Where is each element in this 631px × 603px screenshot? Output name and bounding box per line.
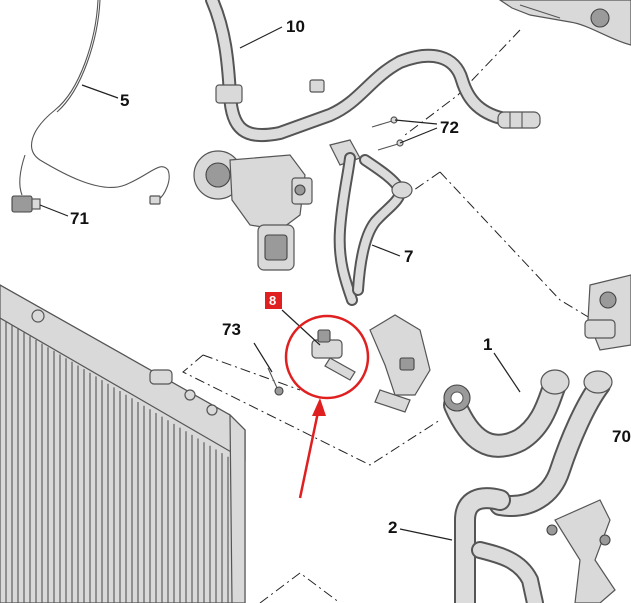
part-10-upper-hose <box>205 0 541 143</box>
callout-2: 2 <box>388 518 397 537</box>
part-73-screw <box>267 367 284 396</box>
highlight-arrowhead <box>312 398 326 416</box>
part-1-coolant-hose <box>443 369 613 517</box>
callout-5: 5 <box>120 91 129 110</box>
right-housing <box>584 274 631 351</box>
part-71-connector <box>11 195 41 213</box>
top-right-housing <box>498 0 631 46</box>
part-72-bolts <box>371 116 404 151</box>
part-5-wire <box>19 0 170 205</box>
callout-1: 1 <box>483 335 492 354</box>
part-7-pipe <box>329 139 413 306</box>
leader-lines <box>39 26 521 541</box>
highlight-arrow <box>298 411 320 499</box>
highlight-circle <box>284 314 370 400</box>
callout-7: 7 <box>404 247 413 266</box>
callout-8: 8 <box>269 293 276 308</box>
callout-10: 10 <box>286 17 305 36</box>
callout-73: 73 <box>222 320 241 339</box>
highlight-marker <box>284 314 370 499</box>
callout-72: 72 <box>440 118 459 137</box>
callout-71: 71 <box>70 209 89 228</box>
callout-8-badge <box>265 292 282 309</box>
valve-actuator-body <box>193 150 313 271</box>
callout-labels: 10 5 72 71 7 8 73 1 70 2 <box>70 17 631 537</box>
callout-70: 70 <box>612 427 631 446</box>
radiator <box>0 284 246 603</box>
part-2-lower-pipe <box>454 487 616 603</box>
